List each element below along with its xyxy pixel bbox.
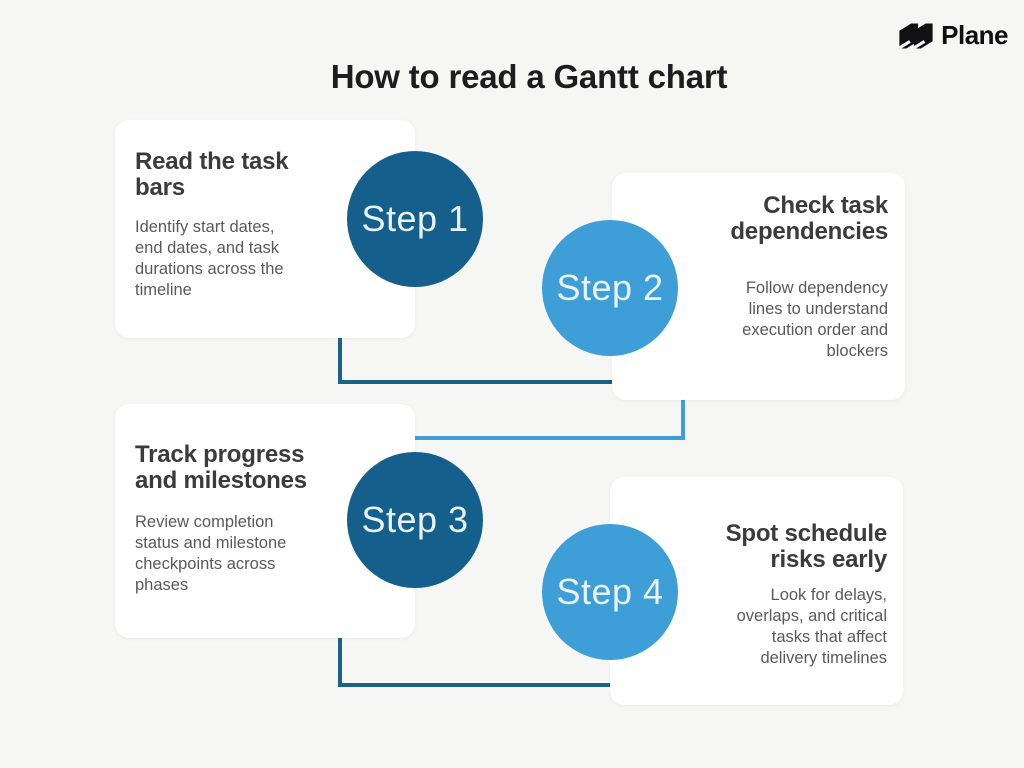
step-2-heading: Check task dependencies bbox=[730, 192, 888, 245]
plane-logo-icon bbox=[898, 23, 933, 49]
step-3-description: Review completion status and milestone c… bbox=[135, 512, 287, 595]
step-3-badge-label: Step 3 bbox=[361, 499, 469, 540]
step-3-heading: Track progress and milestones bbox=[135, 441, 307, 494]
step-4-heading: Spot schedule risks early bbox=[725, 520, 888, 573]
connector-step2-step3 bbox=[414, 400, 685, 440]
step-1-heading: Read the task bars bbox=[135, 148, 289, 201]
step-2-badge: Step 2 bbox=[542, 220, 678, 356]
step-2-badge-label: Step 2 bbox=[556, 267, 664, 308]
step-1-description: Identify start dates, end dates, and tas… bbox=[135, 217, 284, 300]
step-2-description: Follow dependency lines to understand ex… bbox=[742, 278, 888, 361]
step-1-badge-label: Step 1 bbox=[361, 198, 469, 239]
plane-brand-name: Plane bbox=[941, 20, 1008, 50]
connector-step3-step4 bbox=[338, 638, 612, 687]
step-4-description: Look for delays, overlaps, and critical … bbox=[736, 585, 887, 668]
step-4-badge: Step 4 bbox=[542, 524, 678, 660]
step-3-badge: Step 3 bbox=[347, 452, 483, 588]
page-title: How to read a Gantt chart bbox=[330, 58, 728, 95]
connector-step1-step2 bbox=[338, 337, 614, 384]
step-4-badge-label: Step 4 bbox=[556, 571, 664, 612]
step-2-card: Check task dependencies Follow dependenc… bbox=[612, 173, 905, 400]
step-1-badge: Step 1 bbox=[347, 151, 483, 287]
plane-logo: Plane bbox=[898, 20, 1008, 51]
